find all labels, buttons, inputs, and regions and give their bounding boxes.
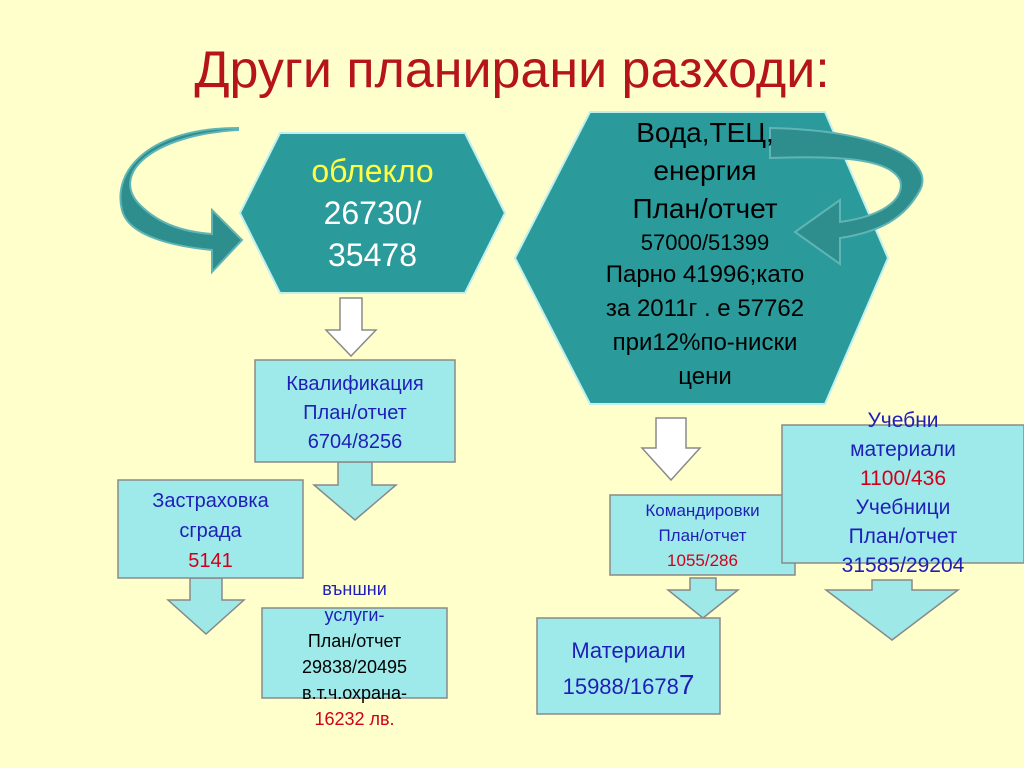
hex-left-value1: 26730/: [323, 195, 422, 231]
uchebni-line1: Учебни: [867, 409, 939, 432]
vanshni-line4: 29838/20495: [301, 657, 408, 677]
box-materiali: [536, 617, 721, 715]
hex-right-line8: цени: [678, 363, 732, 390]
zastrahovka-value: 5141: [188, 550, 233, 572]
materiali-value-end: 7: [678, 669, 695, 700]
down-arrow-left-white: [324, 297, 378, 358]
box-uchebni: [781, 424, 1024, 564]
uchebni-line6: 31585/29204: [841, 554, 965, 577]
materiali-line1: Материали: [571, 638, 686, 663]
curved-arrow-left: [119, 126, 244, 275]
materiali-value: 15988/1678: [562, 674, 679, 699]
uchebni-text: Учебни материали 1100/436 Учебници План/…: [782, 406, 1024, 580]
komandirovki-text: Командировки План/отчет 1055/286: [610, 498, 795, 573]
kvalifikacia-line2: План/отчет: [303, 402, 407, 424]
hex-left-text: облекло 26730/ 35478: [255, 150, 490, 276]
hex-right-line7: при12%по-ниски: [612, 329, 798, 356]
box-komandirovki: [609, 494, 796, 576]
vanshni-line2: услуги-: [324, 605, 385, 625]
box-vanshni: [261, 607, 448, 699]
kvalifikacia-line1: Квалификация: [286, 373, 424, 395]
uchebni-line2: материали: [850, 438, 956, 461]
materiali-line2: 15988/16787: [537, 668, 720, 704]
vanshni-line3: План/отчет: [307, 631, 402, 651]
vanshni-line6: 16232 лв.: [314, 709, 395, 729]
kvalifikacia-line3: 6704/8256: [307, 431, 403, 453]
zastrahovka-line1: Застраховка: [152, 490, 269, 512]
vanshni-line5: в.т.ч.охрана-: [302, 683, 407, 703]
hex-left-label: облекло: [311, 153, 434, 189]
komandirovki-line1: Командировки: [645, 501, 760, 520]
uchebni-line5: План/отчет: [848, 525, 958, 548]
hex-right-line1: Вода,ТЕЦ,: [636, 117, 774, 148]
down-arrow-zastrahovka: [166, 577, 246, 636]
box-kvalifikacia: [254, 359, 456, 463]
hex-right-line6: за 2011г . е 57762: [605, 295, 805, 322]
uchebni-line4: Учебници: [855, 496, 951, 519]
materiali-text: Материали 15988/16787: [537, 634, 720, 704]
uchebni-value1: 1100/436: [859, 467, 947, 490]
hex-right-text: Вода,ТЕЦ, енергия План/отчет 57000/51399…: [560, 114, 850, 394]
down-arrow-right-white: [640, 417, 702, 482]
hex-right-line2: енергия: [653, 155, 757, 186]
hex-right-line3: План/отчет: [632, 193, 778, 224]
vanshni-text: външни услуги- План/отчет 29838/20495 в.…: [262, 576, 447, 732]
hex-oblekla: [238, 132, 507, 294]
komandirovki-line2: План/отчет: [658, 526, 747, 545]
kvalifikacia-text: Квалификация План/отчет 6704/8256: [255, 370, 455, 457]
page-title: Други планирани разходи:: [194, 41, 830, 99]
curved-arrow-right: [769, 126, 924, 266]
hex-right-line5: Парно 41996;като: [605, 261, 805, 288]
hex-right-line4: 57000/51399: [640, 230, 770, 255]
down-arrow-uchebni: [823, 579, 961, 641]
down-arrow-komandirovki: [665, 577, 741, 619]
hex-voda-tec: [513, 111, 890, 405]
zastrahovka-line2: сграда: [179, 520, 242, 542]
komandirovki-value: 1055/286: [667, 551, 738, 570]
vanshni-line1: външни: [322, 579, 387, 599]
hex-left-value2: 35478: [328, 237, 417, 273]
down-arrow-kvalifikacia: [311, 461, 399, 521]
box-zastrahovka: [117, 479, 304, 579]
zastrahovka-text: Застраховка сграда 5141: [118, 486, 303, 576]
